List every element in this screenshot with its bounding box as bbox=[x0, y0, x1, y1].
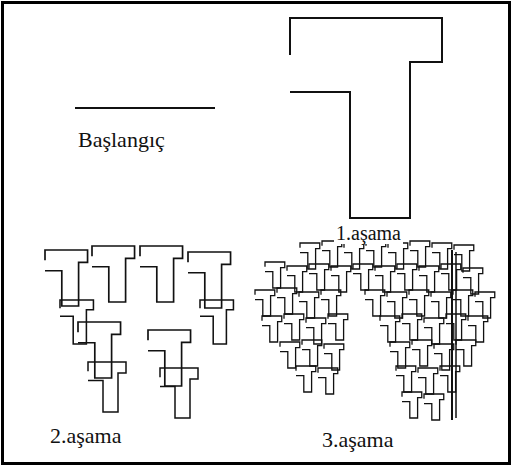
start-segment bbox=[75, 107, 215, 109]
stage-label: 2.aşama bbox=[48, 424, 123, 448]
stage-three-shape bbox=[255, 241, 495, 420]
outer-frame bbox=[3, 3, 510, 464]
stage-one-shape bbox=[290, 18, 442, 218]
stage-label: 1.aşama bbox=[334, 222, 403, 244]
stage-label: 3.aşama bbox=[320, 428, 395, 452]
stage-label: Başlangıç bbox=[76, 128, 167, 152]
stage-two-shape bbox=[45, 246, 233, 418]
